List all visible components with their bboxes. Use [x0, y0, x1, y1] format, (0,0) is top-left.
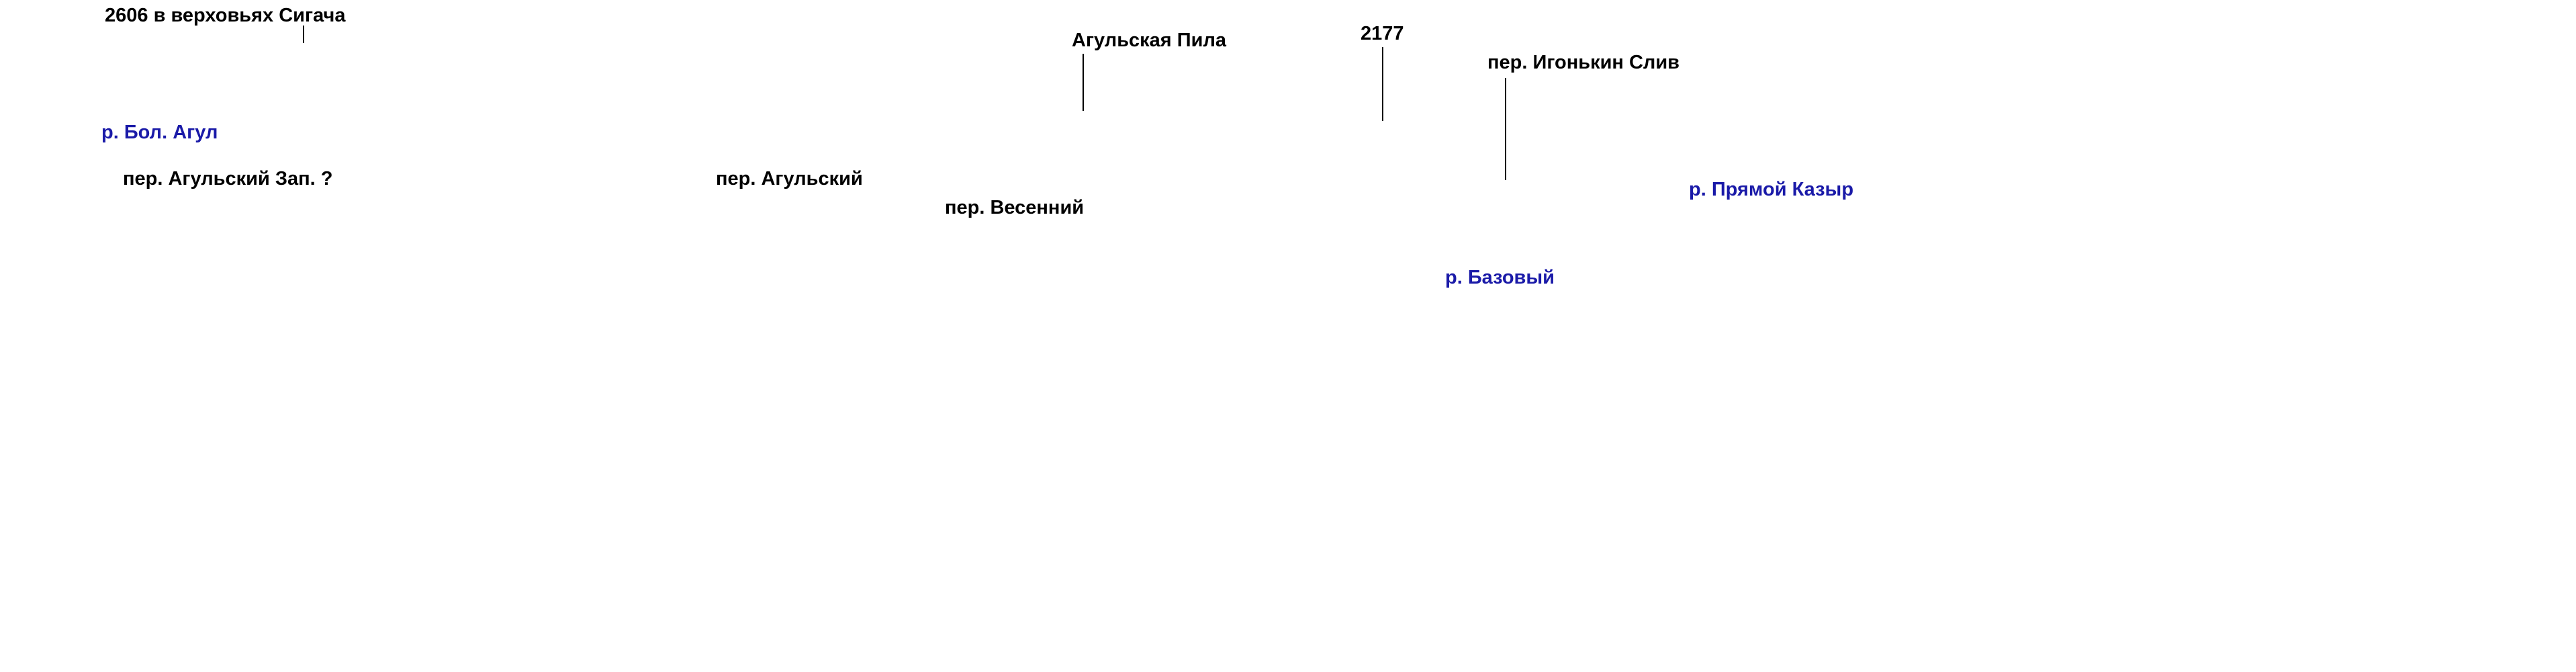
peak-label-sigach: 2606 в верховьях Сигача — [105, 5, 346, 26]
river-label-pryamoy-kazyr: р. Прямой Казыр — [1689, 179, 1854, 200]
pass-label-igonkin-sliv: пер. Игонькин Слив — [1487, 52, 1680, 73]
peak-label-agulskaya-pila: Агульская Пила — [1072, 30, 1226, 51]
leader-line-sigach — [303, 26, 304, 43]
pass-label-agulsky-zap: пер. Агульский Зап. ? — [123, 168, 333, 190]
leader-line-agulskaya-pila — [1083, 54, 1084, 111]
leader-line-igonkin-sliv — [1505, 78, 1506, 180]
leader-line-2177 — [1382, 47, 1383, 121]
river-label-bol-agul: р. Бол. Агул — [101, 122, 218, 143]
river-label-bazovy: р. Базовый — [1445, 267, 1555, 288]
pass-label-vesenny: пер. Весенний — [945, 197, 1085, 218]
peak-label-2177: 2177 — [1361, 23, 1404, 44]
pass-label-agulsky: пер. Агульский — [716, 168, 863, 190]
